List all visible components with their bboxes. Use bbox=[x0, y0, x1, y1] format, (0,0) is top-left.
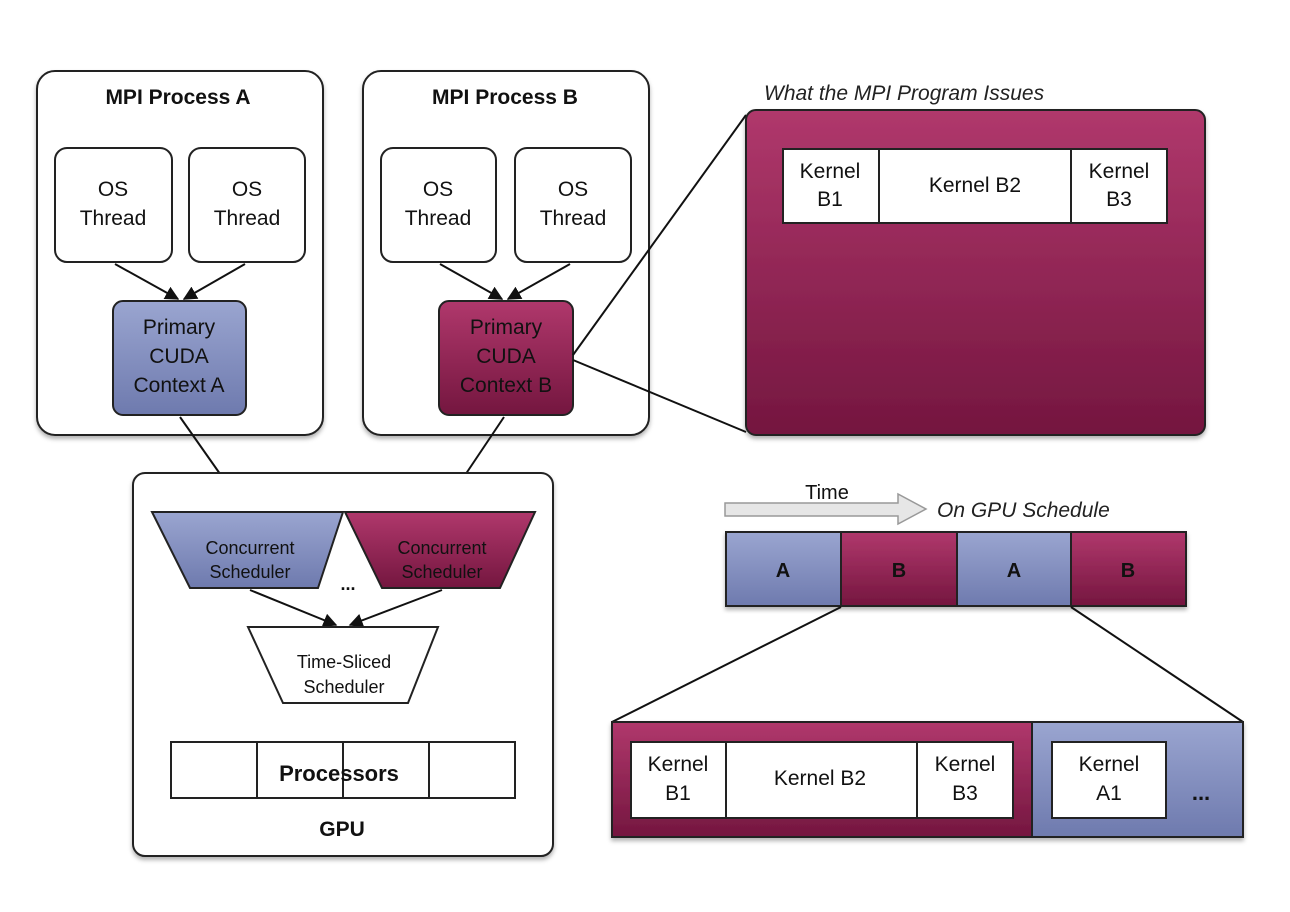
os-thread-a2: OS Thread bbox=[188, 147, 306, 263]
cuda-context-a: Primary CUDA Context A bbox=[112, 300, 247, 416]
arrow-scheduler-b-to-time-sliced bbox=[348, 589, 443, 628]
svg-text:Kernel: Kernel bbox=[1089, 160, 1150, 183]
detail-kernel-b3: Kernel B3 bbox=[935, 753, 996, 805]
processors-label: Processors bbox=[279, 761, 399, 786]
issues-caption: What the MPI Program Issues bbox=[764, 82, 1045, 105]
issues-kernel-b2: Kernel B2 bbox=[929, 174, 1021, 197]
slot-4 bbox=[1070, 531, 1187, 607]
svg-text:Concurrent: Concurrent bbox=[397, 538, 486, 558]
zoom-line-upper bbox=[572, 114, 747, 356]
slot-3 bbox=[956, 531, 1072, 607]
svg-text:Thread: Thread bbox=[540, 207, 607, 230]
schedule-caption: On GPU Schedule bbox=[937, 499, 1110, 522]
zoom-line-left bbox=[611, 606, 842, 723]
detail-b-kernel-row bbox=[630, 741, 1014, 819]
arrow-scheduler-a-to-time-sliced bbox=[249, 589, 338, 627]
arrow-thread-a2-to-context bbox=[182, 263, 246, 300]
zoom-line-lower bbox=[572, 359, 747, 433]
mpi-process-a: MPI Process A OS Thread OS Thread Primar… bbox=[36, 70, 324, 436]
svg-text:Time-Sliced: Time-Sliced bbox=[297, 652, 391, 672]
svg-text:Concurrent: Concurrent bbox=[205, 538, 294, 558]
svg-text:Scheduler: Scheduler bbox=[401, 562, 482, 582]
time-arrow-icon bbox=[724, 492, 928, 526]
svg-text:Kernel B2: Kernel B2 bbox=[929, 174, 1021, 197]
cuda-context-b: Primary CUDA Context B bbox=[438, 300, 574, 416]
svg-text:Context A: Context A bbox=[133, 374, 224, 397]
gpu-schedule: Time On GPU Schedule A B A B Kernel B1 K… bbox=[611, 482, 1244, 838]
processors: Processors bbox=[170, 741, 516, 799]
detail-kernel-a1: Kernel A1 bbox=[1051, 741, 1167, 819]
slot-3-label: A bbox=[1007, 560, 1021, 582]
svg-text:B3: B3 bbox=[1106, 188, 1132, 211]
concurrent-scheduler-b: Concurrent Scheduler bbox=[343, 511, 537, 589]
process-a-title: MPI Process A bbox=[105, 86, 250, 109]
svg-text:OS: OS bbox=[98, 178, 128, 201]
svg-text:Thread: Thread bbox=[80, 207, 147, 230]
svg-text:Thread: Thread bbox=[214, 207, 281, 230]
svg-text:Kernel: Kernel bbox=[800, 160, 861, 183]
svg-text:Context B: Context B bbox=[460, 374, 552, 397]
detail-kernel-b2: Kernel B2 bbox=[774, 767, 866, 790]
issues-kernel-row bbox=[782, 148, 1168, 224]
svg-text:CUDA: CUDA bbox=[476, 345, 536, 368]
svg-text:Kernel: Kernel bbox=[935, 753, 996, 776]
arrow-thread-b1-to-context bbox=[439, 263, 504, 300]
arrow-thread-a1-to-context bbox=[114, 263, 180, 300]
slot-4-label: B bbox=[1121, 560, 1135, 582]
svg-text:Thread: Thread bbox=[405, 207, 472, 230]
os-thread-a1: OS Thread bbox=[54, 147, 173, 263]
zoom-line-right bbox=[1070, 606, 1244, 723]
svg-text:B1: B1 bbox=[817, 188, 843, 211]
svg-text:B3: B3 bbox=[952, 782, 978, 805]
concurrent-scheduler-a: Concurrent Scheduler bbox=[150, 511, 345, 589]
svg-text:Scheduler: Scheduler bbox=[209, 562, 290, 582]
time-sliced-scheduler: Time-Sliced Scheduler bbox=[246, 626, 440, 704]
slot-1-label: A bbox=[776, 560, 790, 582]
os-thread-b1: OS Thread bbox=[380, 147, 497, 263]
detail-ellipsis: ... bbox=[1192, 780, 1210, 805]
os-thread-b2: OS Thread bbox=[514, 147, 632, 263]
schedule-bar bbox=[725, 531, 1187, 607]
svg-text:Kernel B2: Kernel B2 bbox=[774, 767, 866, 790]
svg-text:Kernel: Kernel bbox=[1079, 753, 1140, 776]
svg-text:CUDA: CUDA bbox=[149, 345, 209, 368]
svg-text:B1: B1 bbox=[665, 782, 691, 805]
time-label: Time bbox=[805, 482, 849, 504]
slot-2 bbox=[840, 531, 958, 607]
arrow-thread-b2-to-context bbox=[506, 263, 571, 300]
issues-kernel-b1: Kernel B1 bbox=[800, 160, 861, 211]
slot-2-label: B bbox=[892, 560, 906, 582]
svg-text:A1: A1 bbox=[1096, 782, 1122, 805]
svg-text:OS: OS bbox=[232, 178, 262, 201]
svg-text:Primary: Primary bbox=[470, 316, 543, 339]
svg-text:Kernel: Kernel bbox=[648, 753, 709, 776]
gpu: Concurrent Scheduler Concurrent Schedule… bbox=[132, 472, 554, 857]
detail-kernel-b1: Kernel B1 bbox=[648, 753, 709, 805]
scheduler-ellipsis: ... bbox=[340, 574, 355, 594]
svg-text:OS: OS bbox=[423, 178, 453, 201]
process-b-title: MPI Process B bbox=[432, 86, 578, 109]
mpi-process-b: MPI Process B OS Thread OS Thread Primar… bbox=[362, 70, 650, 436]
svg-text:Primary: Primary bbox=[143, 316, 216, 339]
svg-text:Scheduler: Scheduler bbox=[303, 677, 384, 697]
issues-panel: What the MPI Program Issues Kernel B1 Ke… bbox=[745, 82, 1206, 436]
svg-text:OS: OS bbox=[558, 178, 588, 201]
issues-kernel-b3: Kernel B3 bbox=[1089, 160, 1150, 211]
gpu-label: GPU bbox=[319, 818, 365, 841]
